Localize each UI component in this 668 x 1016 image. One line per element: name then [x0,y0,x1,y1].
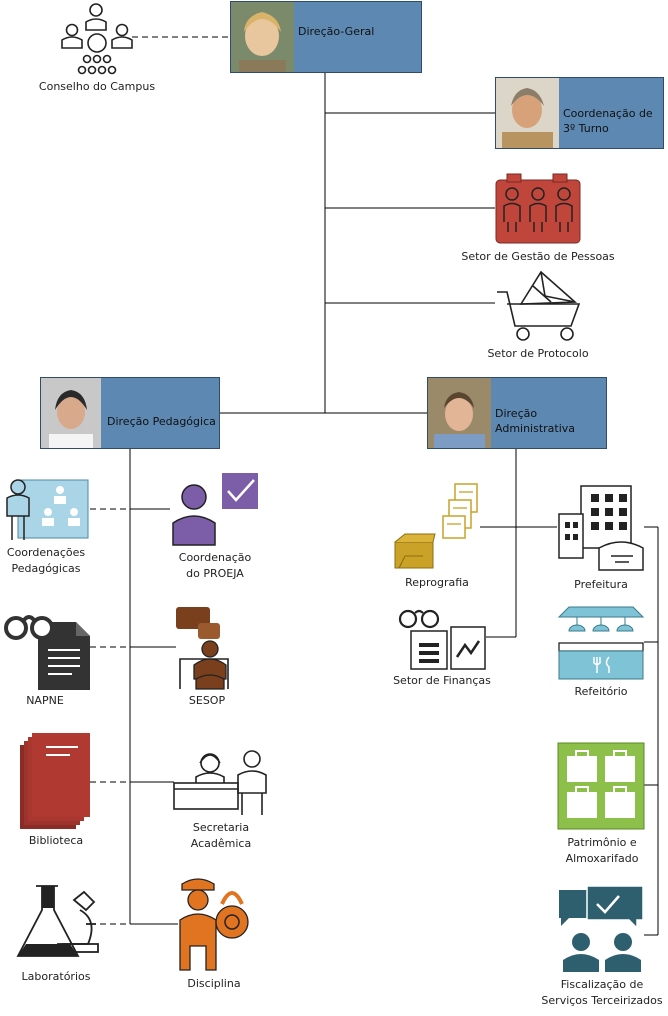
gestao-pessoas-label: Setor de Gestão de Pessoas [461,250,615,263]
biblioteca-label: Biblioteca [28,834,84,847]
fiscalizacao-icon [559,885,644,972]
council-icon [61,3,133,75]
diretor-geral-box: Direção-Geral [230,1,422,73]
biblioteca-icon [20,733,90,829]
laboratorios-icon [16,885,99,957]
terceiro-turno-title: Coordenação de 3º Turno [563,107,653,135]
refeitorio-label: Refeitório [574,685,628,698]
dir-pedagogica-box: Direção Pedagógica [40,377,220,449]
napne-icon [4,615,90,690]
diretor-geral-title: Direção-Geral [298,25,375,38]
proeja-label: Coordenação do PROEJA [178,551,252,580]
diretor-geral-photo [231,2,294,72]
coordenacoes-label: Coordenações Pedagógicas [6,546,86,575]
financas-label: Setor de Finanças [393,674,491,687]
reprografia-label: Reprografia [405,576,469,589]
napne-label: NAPNE [26,694,64,707]
sesop-label: SESOP [188,694,226,707]
proeja-icon [172,473,258,546]
financas-icon [398,609,486,670]
disciplina-label: Disciplina [187,977,241,990]
secretaria-label: Secretaria Acadêmica [190,821,252,850]
patrimonio-label: Patrimônio e Almoxarifado [565,836,639,865]
dir-administrativa-title: Direção Administrativa [495,407,576,435]
dir-administrativa-photo [428,378,491,448]
reprografia-icon [394,483,478,569]
prefeitura-icon [558,485,644,571]
dir-pedagogica-title: Direção Pedagógica [107,415,216,428]
conselho-label: Conselho do Campus [38,80,156,93]
dir-pedagogica-photo [41,378,101,448]
terceiro-turno-photo [496,78,559,148]
coordenacoes-icon [6,479,89,540]
fiscalizacao-label: Fiscalização de Serviços Terceirizados [541,978,663,1007]
protocolo-cart-icon [497,270,581,341]
protocolo-label: Setor de Protocolo [487,347,589,360]
sesop-icon [176,607,229,690]
laboratorios-label: Laboratórios [21,970,91,983]
gestao-pessoas-icon [495,173,581,244]
prefeitura-label: Prefeitura [574,578,628,591]
secretaria-icon [173,750,267,815]
terceiro-turno-box: Coordenação de 3º Turno [495,77,664,149]
patrimonio-icon [557,742,645,830]
disciplina-icon [179,878,249,971]
refeitorio-icon [557,606,645,680]
dir-administrativa-box: Direção Administrativa [427,377,607,449]
